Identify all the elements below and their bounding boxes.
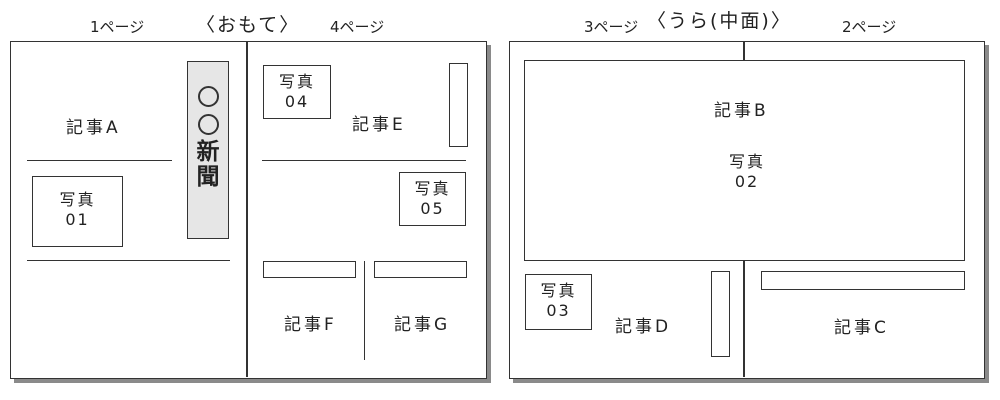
article-fg-divider	[364, 261, 366, 360]
spread-article-b-area	[524, 60, 965, 261]
article-b: 記事B	[714, 101, 769, 121]
article-e: 記事E	[352, 115, 406, 135]
article-c-headline-bar	[761, 271, 965, 290]
article-c: 記事C	[834, 318, 889, 338]
page-3-label: 3ページ	[584, 18, 639, 36]
article-f-headline-bar	[263, 261, 356, 278]
article-e-divider	[262, 160, 466, 162]
page-2-label: 2ページ	[842, 18, 897, 36]
page-1-label: 1ページ	[90, 18, 145, 36]
photo-04-number: 04	[284, 92, 310, 111]
article-e-headline-bar	[449, 63, 468, 147]
photo-04: 写真 04	[263, 65, 331, 119]
photo-03: 写真 03	[525, 274, 592, 330]
masthead-circle-2	[197, 114, 219, 135]
article-a: 記事A	[66, 118, 121, 138]
page-4-label: 4ページ	[330, 18, 385, 36]
photo-02: 写真 02	[718, 152, 776, 192]
photo-05-number: 05	[420, 199, 445, 218]
masthead-circle-1	[197, 86, 219, 107]
page1-bottom-divider	[27, 260, 230, 262]
photo-02-label: 写真	[728, 152, 765, 171]
photo-03-number: 03	[546, 301, 571, 320]
masthead-char-hear: 聞	[196, 164, 220, 190]
front-fold-line	[246, 42, 248, 377]
newspaper-masthead: 新 聞	[187, 61, 229, 239]
article-d-headline-bar	[711, 271, 730, 357]
front-side-title: 〈おもて〉	[196, 14, 301, 36]
article-g: 記事G	[394, 315, 451, 335]
photo-04-label: 写真	[278, 72, 315, 91]
photo-03-label: 写真	[540, 281, 577, 300]
photo-01: 写真 01	[32, 176, 123, 247]
photo-01-label: 写真	[59, 190, 96, 209]
photo-05: 写真 05	[399, 172, 466, 226]
back-side-title: 〈うら(中面)〉	[647, 10, 792, 32]
article-g-headline-bar	[374, 261, 467, 278]
photo-01-number: 01	[65, 210, 90, 229]
photo-05-label: 写真	[414, 179, 451, 198]
article-f: 記事F	[284, 315, 337, 335]
photo-02-number: 02	[734, 172, 760, 191]
article-a-divider	[27, 160, 172, 162]
masthead-char-new: 新	[196, 139, 220, 165]
article-d: 記事D	[615, 317, 672, 337]
